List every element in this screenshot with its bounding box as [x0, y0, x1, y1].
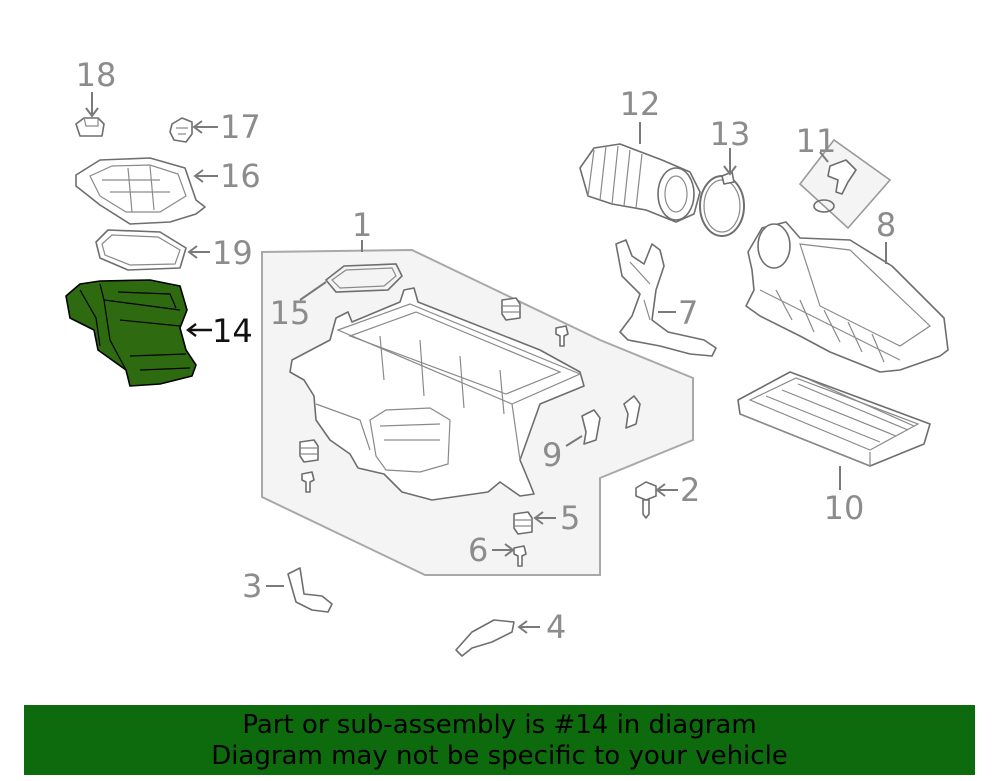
arrow-18 [85, 107, 99, 118]
arrow-6 [504, 543, 515, 557]
part-18-clip[interactable] [75, 117, 105, 137]
part-12-intake-hose[interactable] [579, 143, 701, 223]
parts-diagram: 1 2 3 4 5 6 7 8 9 10 11 12 13 14 15 16 1… [65, 56, 949, 657]
part-5-grommet[interactable] [513, 511, 533, 535]
part-9-clip[interactable] [581, 395, 641, 445]
label-14: 14 [212, 312, 253, 350]
part-6-pin-top[interactable] [555, 325, 569, 347]
label-1: 1 [352, 206, 372, 244]
label-9: 9 [542, 436, 562, 474]
label-17: 17 [220, 108, 261, 146]
label-5: 5 [560, 499, 580, 537]
label-8: 8 [876, 206, 896, 244]
label-11: 11 [796, 122, 837, 160]
arrow-14 [186, 323, 197, 337]
label-15: 15 [270, 294, 311, 332]
arrow-2 [655, 483, 666, 497]
part-7-bracket[interactable] [615, 239, 717, 357]
label-7: 7 [678, 294, 698, 332]
arrow-13 [723, 165, 737, 176]
arrow-4 [517, 620, 528, 634]
part-16-seal-cover[interactable] [75, 157, 206, 225]
label-16: 16 [220, 157, 261, 195]
part-3-bracket[interactable] [287, 567, 333, 613]
label-18: 18 [76, 56, 117, 94]
arrow-19 [187, 245, 198, 259]
label-2: 2 [680, 471, 700, 509]
label-6: 6 [468, 531, 488, 569]
label-4: 4 [546, 608, 566, 646]
part-6-pin-left[interactable] [301, 471, 315, 493]
part-10-air-filter[interactable] [737, 371, 931, 467]
part-19-gasket[interactable] [95, 229, 187, 271]
part-8-upper-cover[interactable] [745, 221, 949, 373]
leader-11 [819, 151, 829, 163]
part-15-gasket[interactable] [324, 263, 403, 293]
part-17-clip[interactable] [169, 117, 193, 143]
part-1-air-cleaner-case[interactable] [289, 287, 585, 501]
label-10: 10 [824, 489, 865, 527]
part-2-bolt[interactable] [635, 481, 657, 519]
part-5-grommet-left[interactable] [299, 439, 319, 463]
arrow-16 [193, 169, 204, 183]
label-12: 12 [620, 85, 661, 123]
leader-9 [565, 435, 583, 447]
label-3: 3 [242, 567, 262, 605]
part-6-pin[interactable] [513, 545, 527, 567]
arrow-17 [192, 120, 203, 134]
info-banner: Part or sub-assembly is #14 in diagram D… [24, 705, 975, 775]
part-13-clamp[interactable] [699, 171, 745, 237]
arrow-5 [533, 511, 544, 525]
part-5-grommet-top[interactable] [501, 297, 521, 321]
label-19: 19 [212, 234, 253, 272]
banner-line-disclaimer: Diagram may not be specific to your vehi… [211, 741, 788, 771]
leader-15 [299, 281, 327, 301]
part-11-sensor[interactable] [798, 138, 892, 230]
part-14-air-duct-highlighted[interactable] [65, 279, 197, 387]
label-13: 13 [710, 115, 751, 153]
part-4-bracket[interactable] [455, 619, 515, 657]
banner-line-part: Part or sub-assembly is #14 in diagram [242, 710, 757, 740]
